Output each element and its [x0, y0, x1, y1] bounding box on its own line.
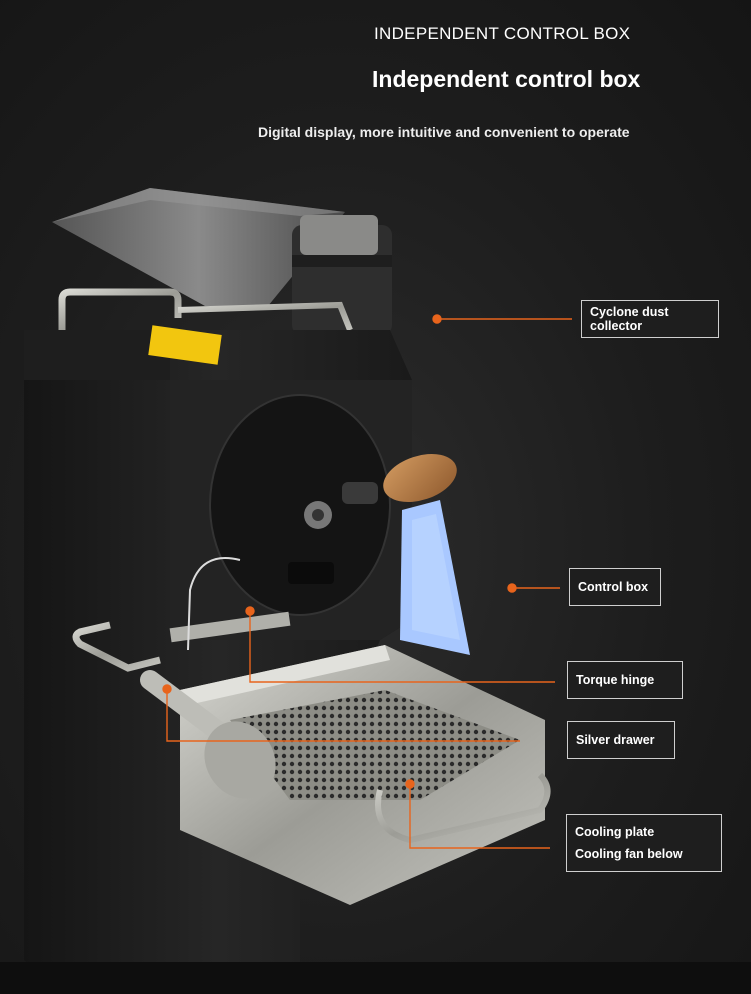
cooling-plate — [230, 690, 520, 800]
top-handle — [58, 288, 182, 330]
callout-control-box: Control box — [569, 568, 661, 606]
callout-cyclone: Cyclone dust collector — [581, 300, 719, 338]
callout-silver-drawer: Silver drawer — [567, 721, 675, 759]
header-main-title: Independent control box — [372, 66, 641, 92]
callout-cooling-plate-label: Cooling plate — [575, 825, 655, 839]
bottom-strip — [0, 962, 751, 994]
callout-pointers — [162, 314, 572, 849]
callout-cooling: Cooling plate Cooling fan below — [566, 814, 722, 872]
hopper — [52, 188, 345, 306]
callout-torque-hinge-label: Torque hinge — [576, 673, 655, 687]
header-top-title: INDEPENDENT CONTROL BOX — [374, 24, 631, 43]
callout-control-box-label: Control box — [578, 580, 649, 594]
drum-face — [209, 394, 391, 616]
callout-cooling-fan-label: Cooling fan below — [575, 847, 683, 861]
warning-sticker — [148, 325, 222, 365]
callout-silver-drawer-label: Silver drawer — [576, 733, 655, 747]
wood-handle — [383, 454, 457, 502]
header-subtitle: Digital display, more intuitive and conv… — [258, 124, 630, 140]
callout-cyclone-label: Cyclone dust collector — [590, 305, 669, 333]
front-handle — [72, 621, 161, 672]
callout-torque-hinge: Torque hinge — [567, 661, 683, 699]
